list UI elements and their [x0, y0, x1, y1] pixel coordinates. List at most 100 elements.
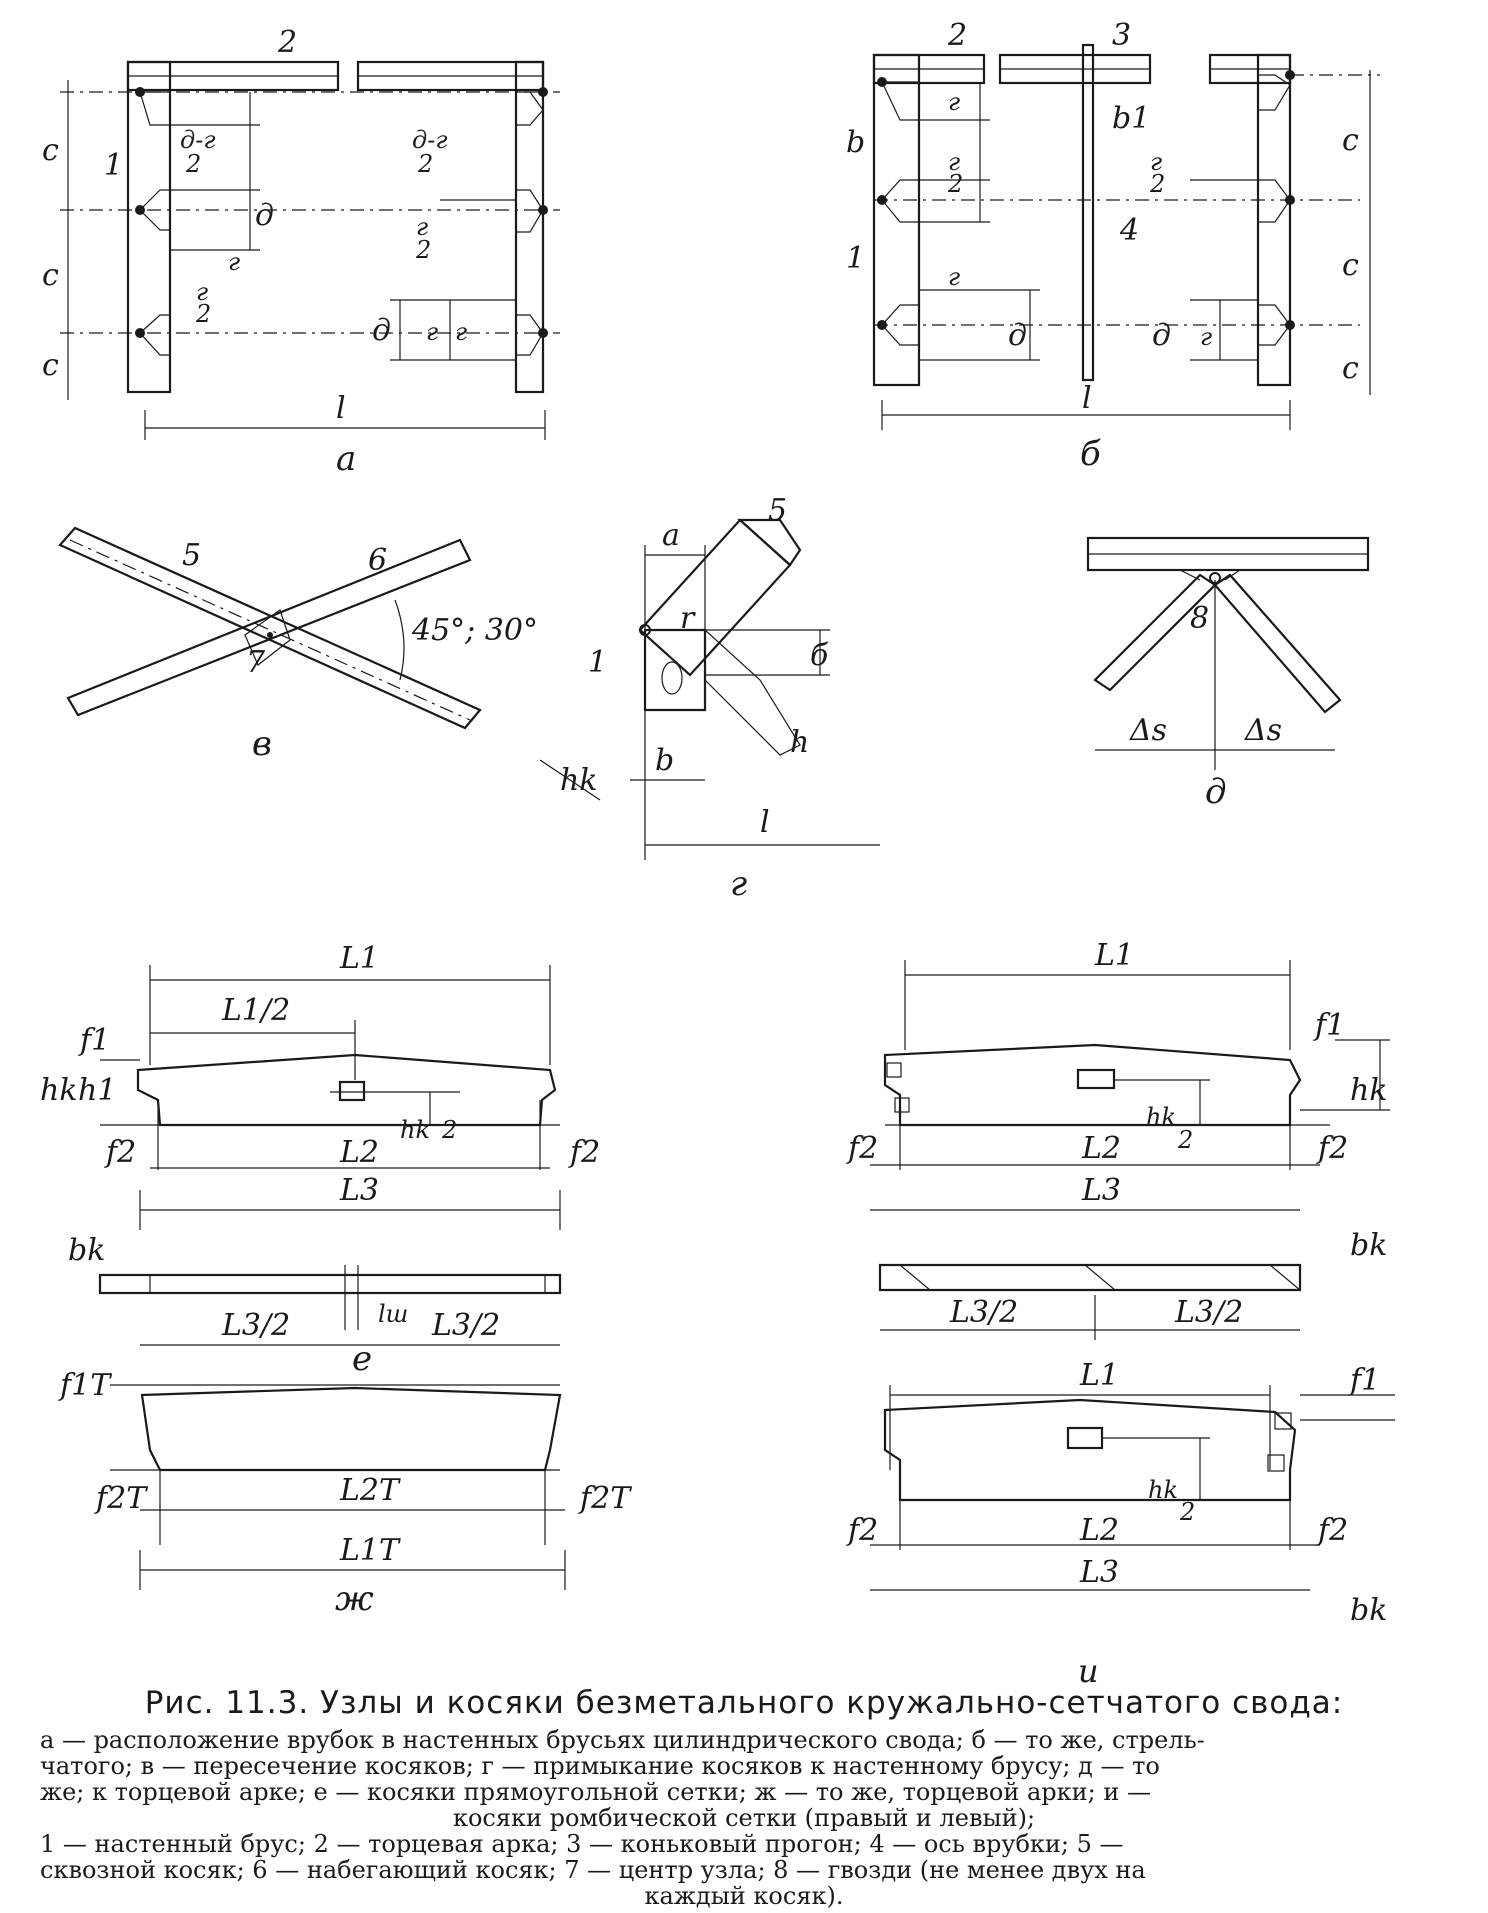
panel-e-rectangular-grid-struts: L1 L1/2 f1 hk h1 hk 2 f2 L2 f2 L3 bk lш … — [40, 941, 600, 1379]
caption-line-7: каждый косяк). — [644, 1882, 844, 1910]
label-b-g3: г — [1150, 148, 1162, 176]
label-rt-L3-2a: L3/2 — [949, 1295, 1018, 1330]
label-b-g4: г — [948, 263, 960, 291]
label-e-hk2: hk — [400, 1116, 430, 1144]
label-rt-f1: f1 — [1313, 1008, 1345, 1043]
label-e-2: 2 — [441, 1116, 457, 1144]
label-e-L1: L1 — [339, 941, 379, 976]
label-a-1: 1 — [104, 148, 123, 183]
label-a-dg2: д-г — [412, 126, 447, 154]
label-g-1: 1 — [588, 645, 607, 680]
caption-line-1: а — расположение врубок в настенных брус… — [40, 1726, 1205, 1754]
panel-rhombic-strut-right: L1 f1 hk hk 2 f2 L2 f2 L3 bk L3/2 L3/2 — [846, 938, 1390, 1340]
label-v-5: 5 — [182, 538, 201, 573]
panel-letter-v: в — [252, 724, 272, 764]
label-e-L2: L2 — [339, 1135, 379, 1170]
label-a-c3: c — [42, 348, 59, 383]
label-b-2-1: 2 — [947, 170, 963, 198]
label-a-l: l — [336, 391, 346, 426]
label-e-f2b: f2 — [568, 1135, 600, 1170]
label-g-l: l — [760, 805, 770, 840]
label-e-h1: h1 — [78, 1073, 116, 1108]
panel-letter-i-wrap: и — [1078, 1652, 1118, 1690]
caption-line-4: косяки ромбической сетки (правый и левый… — [452, 1804, 1036, 1832]
label-b-3: 3 — [1112, 18, 1131, 53]
caption-line-5: 1 — настенный брус; 2 — торцевая арка; 3… — [40, 1830, 1124, 1858]
label-e-f1: f1 — [78, 1023, 110, 1058]
label-b-g1: г — [948, 88, 960, 116]
panel-letter-i: и — [1078, 1652, 1099, 1690]
label-i-bk: bk — [1350, 1593, 1387, 1620]
caption-title: Рис. 11.3. Узлы и косяки безметального к… — [144, 1685, 1344, 1721]
label-d-ds2: Δs — [1244, 713, 1282, 748]
label-a-dg1: д-г — [180, 126, 215, 154]
label-zh-L1T: L1T — [339, 1533, 401, 1568]
label-i-f2b: f2 — [1316, 1513, 1348, 1548]
label-zh-f2T-b: f2T — [578, 1481, 632, 1516]
panel-letter-a: а — [336, 439, 356, 479]
label-rt-L3-2b: L3/2 — [1174, 1295, 1243, 1330]
label-b-2: 2 — [947, 18, 967, 53]
panel-letter-g: г — [730, 864, 747, 904]
label-a-d1: д — [255, 198, 274, 233]
label-g-a: a — [662, 518, 680, 553]
label-rt-L3: L3 — [1081, 1173, 1121, 1208]
panel-zh-end-arch-struts: f1T f2T L2T f2T L1T ж — [58, 1368, 632, 1619]
panel-letter-e: е — [352, 1339, 372, 1379]
caption-line-6: сквозной косяк; 6 — набегающий косяк; 7 … — [40, 1856, 1146, 1884]
label-rt-hk2: hk — [1146, 1103, 1176, 1131]
label-rt-hk: hk — [1350, 1073, 1388, 1108]
label-a-2: 2 — [277, 25, 297, 60]
label-i-2: 2 — [1179, 1498, 1195, 1526]
label-a-c2: c — [42, 258, 59, 293]
caption-line-2: чатого; в — пересечение косяков; г — при… — [40, 1752, 1160, 1780]
panel-b-wall-beams-pointed: 2 3 b b1 1 4 c c c г г 2 г 2 г д г д l б — [846, 18, 1380, 474]
label-zh-f1T: f1T — [58, 1368, 112, 1403]
label-i-hk: hk — [1148, 1476, 1178, 1504]
label-d-ds1: Δs — [1129, 713, 1167, 748]
label-zh-L2T: L2T — [339, 1473, 401, 1508]
label-b-d2: д — [1152, 318, 1171, 353]
technical-drawing: 2 1 c c c д-г 2 д-г 2 д г г 2 г 2 г д г … — [40, 18, 1395, 1620]
label-a-d2: д — [372, 313, 391, 348]
label-g-h: h — [790, 725, 809, 760]
label-g-r: r — [680, 601, 696, 636]
label-e-L3-2a: L3/2 — [221, 1308, 290, 1343]
label-i-L2: L2 — [1079, 1513, 1119, 1548]
label-g-5: 5 — [768, 493, 787, 528]
label-i-f1: f1 — [1348, 1363, 1380, 1398]
label-e-L1-2: L1/2 — [221, 993, 290, 1028]
label-e-hk: hk — [40, 1073, 78, 1108]
label-b-b1: b1 — [1112, 101, 1150, 136]
panel-letter-zh: ж — [335, 1579, 374, 1619]
label-a-g3: г — [196, 278, 208, 306]
panel-d-end-arch: 8 Δs Δs д — [1086, 536, 1370, 812]
label-g-bb: б — [810, 638, 829, 673]
label-b-c3: c — [1342, 351, 1359, 386]
label-b-4: 4 — [1119, 213, 1139, 248]
label-zh-f2T-a: f2T — [94, 1481, 148, 1516]
label-b-c1: c — [1342, 123, 1359, 158]
label-g-hk: hk — [560, 763, 598, 798]
figure-caption: Рис. 11.3. Узлы и косяки безметального к… — [40, 1685, 1448, 1909]
label-i-L3: L3 — [1079, 1555, 1119, 1590]
label-a-2-2: 2 — [417, 150, 433, 178]
label-d-8: 8 — [1190, 601, 1209, 636]
label-rt-L2: L2 — [1081, 1131, 1121, 1166]
panel-i-rhombic-strut-left: L1 f1 hk 2 f2 L2 f2 L3 bk — [846, 1358, 1395, 1620]
label-b-b: b — [846, 125, 865, 160]
label-e-f2a: f2 — [104, 1135, 136, 1170]
panel-letter-b: б — [1080, 434, 1101, 474]
label-a-2-3: 2 — [415, 236, 431, 264]
label-i-f2a: f2 — [846, 1513, 878, 1548]
label-e-bk: bk — [68, 1233, 105, 1268]
label-rt-2: 2 — [1177, 1126, 1193, 1154]
label-rt-f2b: f2 — [1316, 1131, 1348, 1166]
label-a-2-4: 2 — [195, 300, 211, 328]
label-b-g2: г — [948, 148, 960, 176]
label-e-L3: L3 — [339, 1173, 379, 1208]
label-b-c2: c — [1342, 248, 1359, 283]
label-a-g1: г — [228, 248, 240, 276]
label-e-lsh: lш — [378, 1300, 408, 1328]
label-b-l: l — [1082, 381, 1092, 416]
